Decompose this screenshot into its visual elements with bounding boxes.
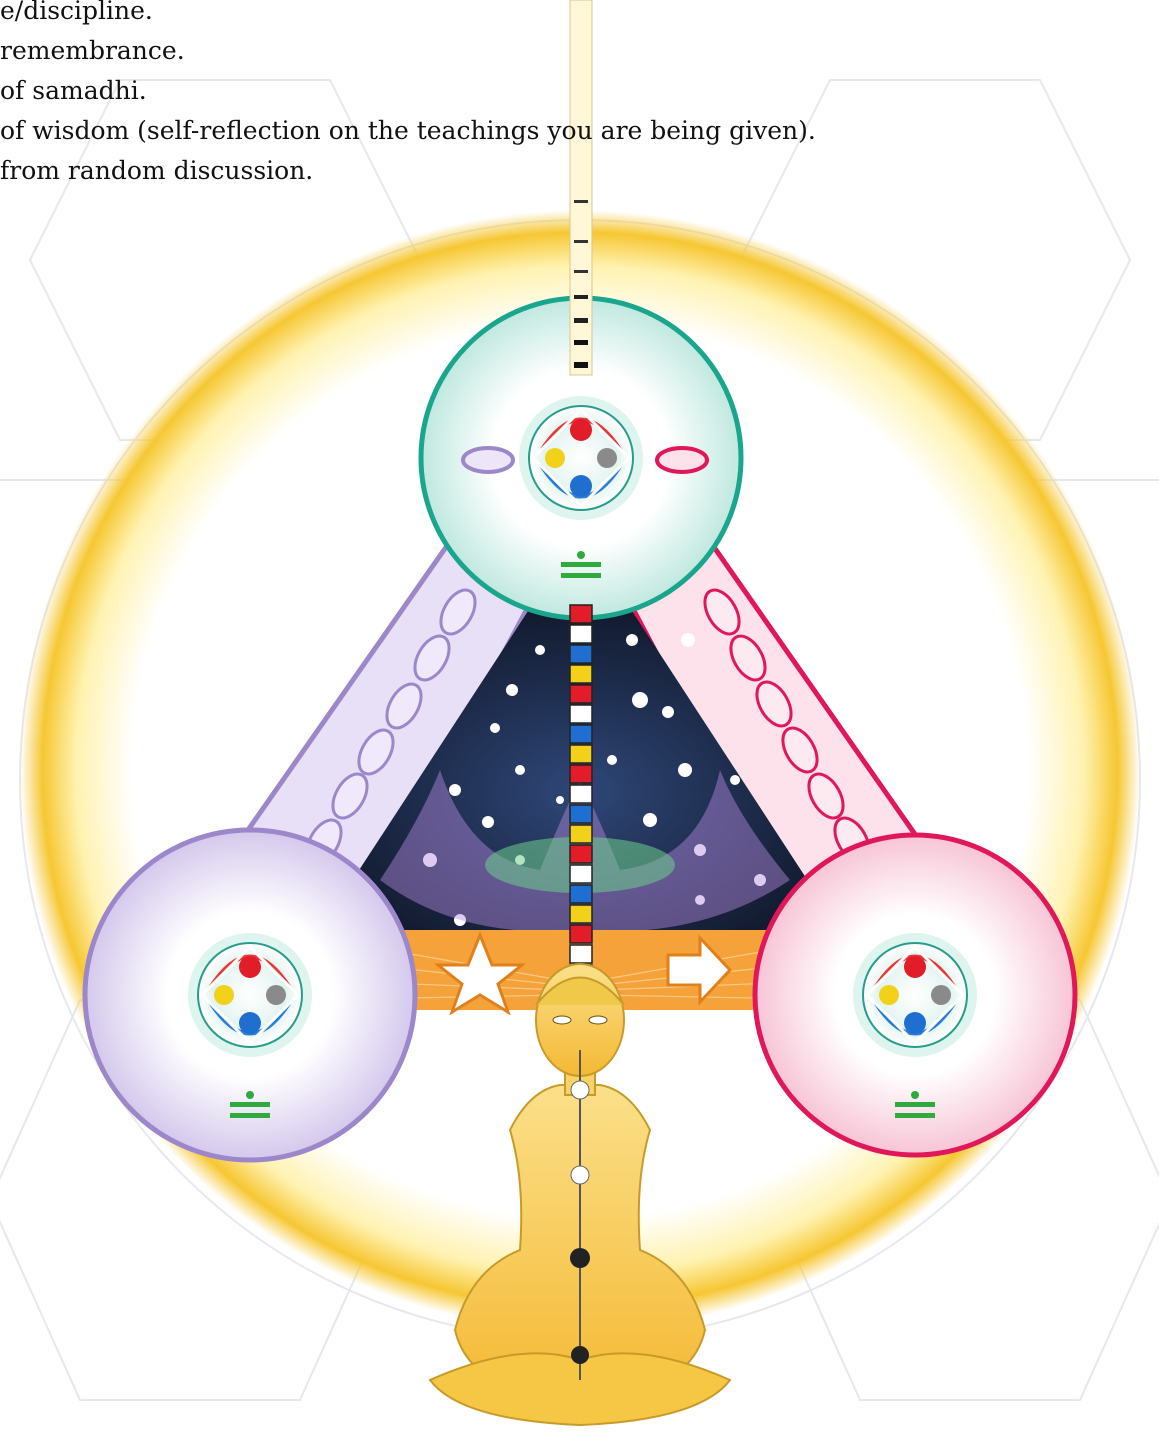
- violet-eye: [463, 448, 513, 472]
- spine-glyph-6: [570, 705, 592, 723]
- spine-glyph-9: [570, 765, 592, 783]
- top-mandala-orb-icon: [519, 396, 643, 520]
- spine-glyph-17: [570, 925, 592, 943]
- right-mandala-orb-icon: [853, 933, 977, 1057]
- spine-glyph-10: [570, 785, 592, 803]
- spine-glyph-8: [570, 745, 592, 763]
- spine-glyph-1: [570, 605, 592, 623]
- spine-glyph-5: [570, 685, 592, 703]
- spine-glyph-3: [570, 645, 592, 663]
- spine-glyph-18: [570, 945, 592, 963]
- text-line-1: e/discipline.: [0, 0, 153, 26]
- text-line-4: of wisdom (self-reflection on the teachi…: [0, 116, 816, 146]
- spine-glyph-column: [570, 605, 592, 983]
- spine-glyph-4: [570, 665, 592, 683]
- text-line-2: remembrance.: [0, 36, 185, 66]
- text-line-5: from random discussion.: [0, 156, 313, 186]
- spine-glyph-15: [570, 885, 592, 903]
- text-line-3: of samadhi.: [0, 76, 147, 106]
- spine-glyph-13: [570, 845, 592, 863]
- spine-glyph-2: [570, 625, 592, 643]
- top-glyph-ruler: [570, 0, 592, 375]
- left-mandala-orb-icon: [188, 933, 312, 1057]
- crimson-eye: [657, 448, 707, 472]
- spine-glyph-14: [570, 865, 592, 883]
- spine-glyph-16: [570, 905, 592, 923]
- spine-glyph-11: [570, 805, 592, 823]
- spine-glyph-7: [570, 725, 592, 743]
- spine-glyph-12: [570, 825, 592, 843]
